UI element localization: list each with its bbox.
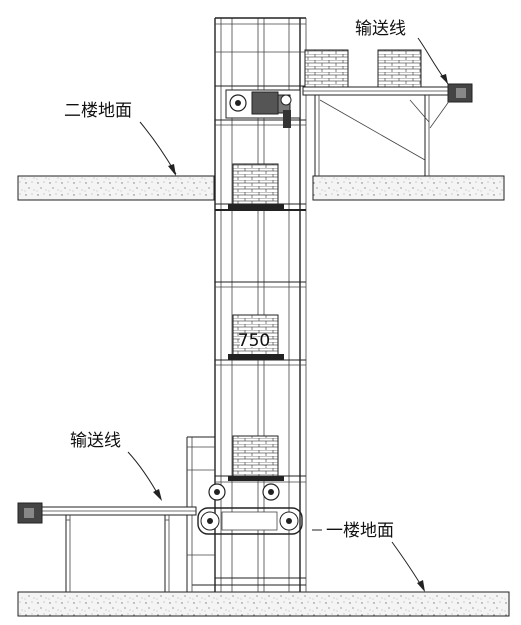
weight-tag: 750 [238, 331, 270, 351]
first-floor-slab [17, 591, 510, 617]
carriage-load-middle [228, 314, 284, 360]
conveyor-bottom-label: 输送线 [70, 431, 121, 451]
label-conveyor-top: 输送线 [355, 19, 449, 85]
conveyor-top-label: 输送线 [355, 19, 406, 39]
carriage-load-lower [228, 435, 284, 481]
second-floor-label: 二楼地面 [64, 101, 132, 121]
top-conveyor [302, 49, 473, 176]
first-floor-label: 一楼地面 [326, 521, 394, 541]
bottom-conveyor [17, 502, 197, 592]
bottom-drive-assembly [197, 483, 303, 535]
weight-tag-text: 750 [238, 331, 270, 351]
carriage-load-upper [228, 163, 284, 209]
drive-motor-unit [225, 89, 301, 128]
label-first-floor: 一楼地面 [312, 521, 425, 592]
second-floor-slab [17, 175, 505, 201]
label-conveyor-bottom: 输送线 [70, 431, 162, 501]
label-second-floor: 二楼地面 [64, 101, 177, 176]
